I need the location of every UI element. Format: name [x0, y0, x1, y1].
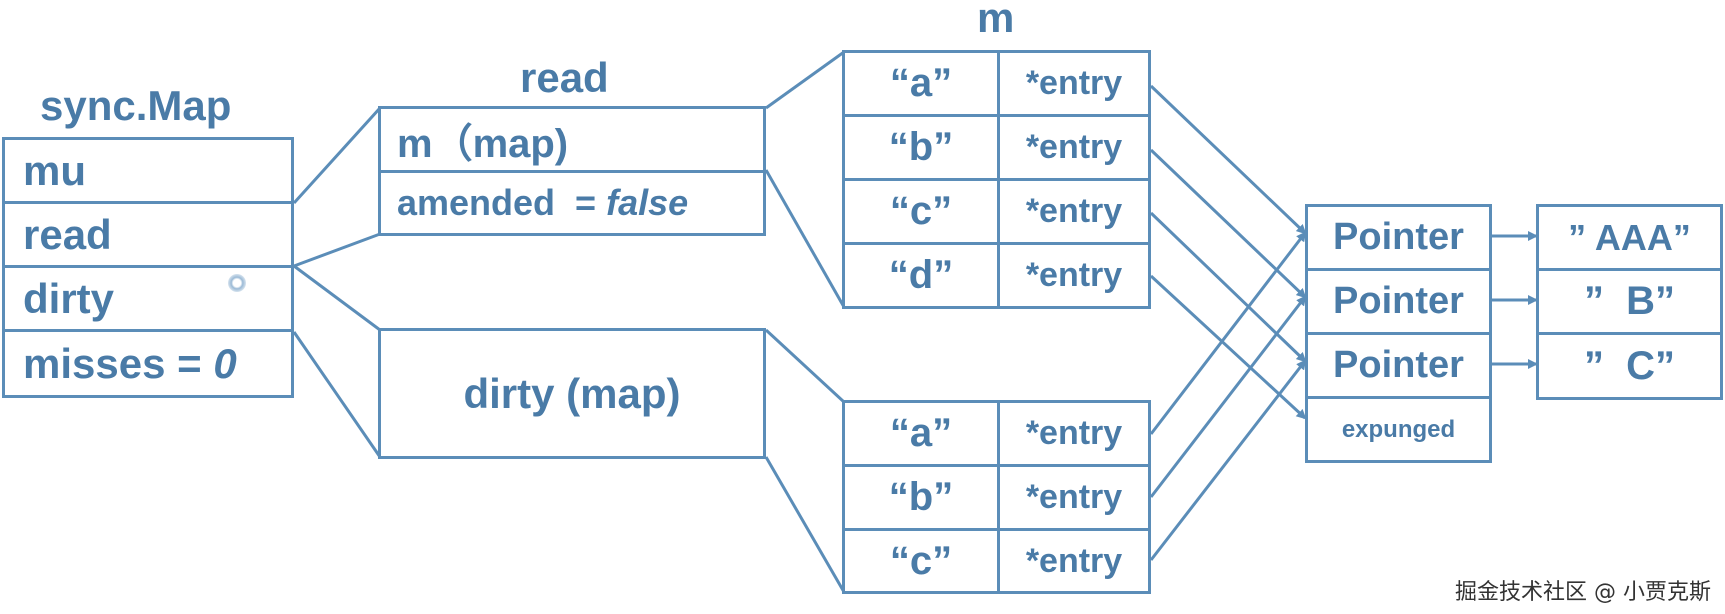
connector-dirtymap-top [764, 328, 846, 404]
dirty-map-table: “a” *entry “b” *entry “c” *entry [842, 400, 1151, 594]
read-map-row: “a” *entry [845, 53, 1148, 117]
dirty-map-row: “a” *entry [845, 403, 1148, 467]
field-mu-row: mu [5, 140, 291, 204]
connector-m-top [765, 50, 845, 110]
connector-dirty-top [293, 264, 381, 332]
read-m-row: m（map) [381, 109, 763, 173]
value-column: ” AAA” ” B” ” C” [1536, 204, 1723, 400]
pointer-label-2: Pointer [1333, 280, 1464, 322]
pointer-label-3: Pointer [1333, 344, 1464, 386]
read-map-key-c: “c” [845, 181, 1000, 242]
arrow-read-a [1149, 84, 1307, 235]
dirty-map-row: “c” *entry [845, 531, 1148, 591]
dirty-map-value-c: *entry [1025, 541, 1123, 580]
connector-m-bottom [764, 169, 846, 308]
read-m-label: m（map) [397, 121, 569, 166]
connector-read-bottom [293, 232, 381, 268]
field-misses-value: 0 [213, 339, 237, 387]
arrow-dirty-c [1149, 359, 1307, 561]
value-label-b: ” B” [1583, 279, 1676, 323]
value-row: ” B” [1539, 271, 1720, 335]
dirty-map-key-a: “a” [845, 403, 1000, 464]
pointer-column: Pointer Pointer Pointer expunged [1305, 204, 1492, 463]
read-amended-label: amended = [397, 182, 607, 223]
arrow-dirty-b [1149, 295, 1307, 498]
cursor-dot-icon [228, 274, 246, 292]
dirty-map-label: dirty (map) [463, 369, 681, 417]
read-amended-row: amended = false [381, 173, 763, 233]
dirty-map-box: dirty (map) [378, 328, 766, 459]
dirty-map-key-b: “b” [845, 467, 1000, 528]
value-row: ” AAA” [1539, 207, 1720, 271]
dirty-map-key-c: “c” [845, 531, 1000, 591]
read-struct-title: read [520, 54, 609, 101]
dirty-map-value-a: *entry [1025, 414, 1123, 452]
pointer-row: Pointer [1308, 335, 1489, 399]
pointer-row: Pointer [1308, 207, 1489, 271]
read-map-value-c: *entry [1025, 192, 1123, 230]
arrow-read-b [1149, 148, 1307, 299]
read-map-row: “d” *entry [845, 245, 1148, 306]
read-map-table: “a” *entry “b” *entry “c” *entry “d” *en… [842, 50, 1151, 309]
read-map-value-d: *entry [1025, 256, 1123, 294]
read-map-key-a: “a” [845, 53, 1000, 114]
read-map-row: “c” *entry [845, 181, 1148, 245]
syncmap-struct: mu read dirty misses = 0 [2, 137, 294, 398]
dirty-map-row: “b” *entry [845, 467, 1148, 531]
pointer-row: Pointer [1308, 271, 1489, 335]
field-dirty-row: dirty [5, 268, 291, 332]
connector-dirty-bottom [292, 331, 382, 458]
field-misses-row: misses = 0 [5, 332, 291, 395]
syncmap-title: sync.Map [40, 82, 232, 129]
read-map-value-a: *entry [1025, 64, 1123, 102]
dirty-map-value-b: *entry [1025, 478, 1123, 516]
value-row: ” C” [1539, 335, 1720, 397]
read-amended-value: false [606, 182, 689, 223]
read-map-key-d: “d” [845, 245, 1000, 306]
watermark: 掘金技术社区 @ 小贾克斯 [1455, 580, 1711, 605]
read-map-row: “b” *entry [845, 117, 1148, 181]
read-map-value-b: *entry [1025, 128, 1123, 166]
field-mu-label: mu [23, 146, 86, 194]
field-misses-label: misses = [23, 339, 214, 387]
connector-read-top [292, 106, 382, 205]
arrow-dirty-a [1149, 231, 1307, 435]
read-map-title: m [977, 0, 1015, 41]
value-label-aaa: ” AAA” [1568, 216, 1691, 258]
arrow-read-c [1149, 211, 1307, 363]
field-dirty-label: dirty [23, 274, 115, 322]
expunged-label: expunged [1341, 415, 1456, 443]
value-label-c: ” C” [1583, 343, 1676, 388]
read-struct: m（map) amended = false [378, 106, 766, 236]
connector-dirtymap-bottom [764, 456, 846, 593]
read-map-key-b: “b” [845, 117, 1000, 178]
pointer-label-1: Pointer [1333, 216, 1464, 258]
expunged-row: expunged [1308, 399, 1489, 460]
field-read-label: read [23, 210, 112, 258]
field-read-row: read [5, 204, 291, 268]
